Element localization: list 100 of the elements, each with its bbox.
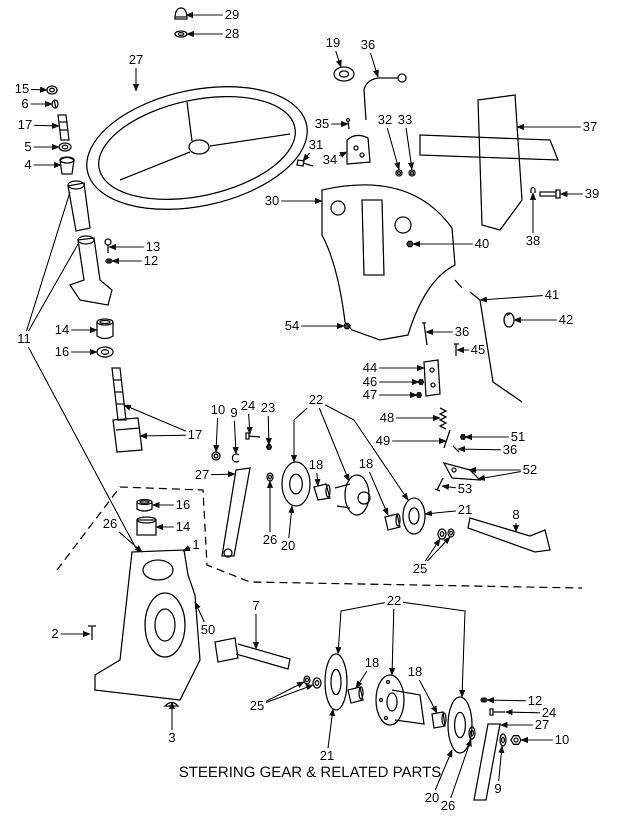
plate bbox=[346, 134, 371, 165]
leader-line bbox=[302, 152, 310, 162]
callout-number: 7 bbox=[252, 599, 260, 613]
leader-line bbox=[457, 446, 501, 452]
steering-wheel bbox=[86, 86, 308, 210]
leader-line bbox=[512, 523, 520, 533]
leader-line bbox=[356, 670, 368, 689]
leader-line bbox=[477, 471, 521, 481]
callout-number: 4 bbox=[24, 158, 32, 172]
leader-line bbox=[301, 322, 345, 330]
leader-line bbox=[464, 434, 509, 440]
pin bbox=[452, 446, 460, 452]
leader-line bbox=[232, 420, 239, 455]
callout-number: 13 bbox=[146, 240, 160, 254]
leader-line bbox=[31, 86, 48, 93]
leader-line bbox=[34, 162, 62, 168]
leader-line bbox=[246, 414, 253, 435]
callout-number: 9 bbox=[230, 406, 238, 420]
leader-line bbox=[427, 536, 451, 562]
leader-line bbox=[456, 346, 469, 354]
callout-number: 14 bbox=[176, 520, 190, 534]
caption: STEERING GEAR & RELATED PARTS bbox=[178, 764, 442, 781]
callout-number: 5 bbox=[24, 140, 32, 154]
callout-number: 37 bbox=[582, 120, 598, 134]
bushing bbox=[96, 318, 114, 340]
callout-number: 35 bbox=[314, 117, 330, 131]
leader-line bbox=[504, 709, 540, 716]
washer bbox=[105, 258, 113, 264]
shaft bbox=[214, 637, 291, 670]
bushing bbox=[58, 142, 72, 152]
leader-line bbox=[379, 378, 420, 386]
disc bbox=[447, 696, 473, 754]
callout-number: 50 bbox=[200, 623, 216, 637]
leader-line bbox=[324, 404, 408, 501]
callout-number: 48 bbox=[380, 411, 394, 425]
leader-line bbox=[392, 438, 447, 444]
callout-number: 21 bbox=[458, 503, 472, 517]
thrust-washer bbox=[281, 461, 311, 507]
leader-line bbox=[108, 244, 144, 250]
nut bbox=[343, 322, 351, 330]
bolt bbox=[245, 432, 261, 440]
leader-line bbox=[71, 348, 98, 356]
bushing bbox=[136, 498, 153, 512]
pin bbox=[421, 322, 428, 346]
leader-line bbox=[123, 404, 186, 432]
callout-number: 28 bbox=[224, 27, 240, 41]
washer bbox=[499, 733, 507, 747]
leader-line bbox=[389, 608, 396, 676]
callout-number: 17 bbox=[188, 428, 202, 442]
snap-ring bbox=[51, 99, 59, 109]
callout-number: 53 bbox=[458, 482, 472, 496]
leader-line bbox=[450, 738, 472, 798]
gasket bbox=[324, 653, 348, 711]
bolt bbox=[434, 477, 444, 492]
callout-number: 36 bbox=[454, 325, 470, 339]
sleeve bbox=[347, 686, 364, 704]
leader-line bbox=[530, 192, 536, 233]
leader-line bbox=[425, 328, 453, 336]
callout-number: 45 bbox=[470, 343, 486, 357]
callout-number: 38 bbox=[526, 234, 540, 248]
callout-number: 36 bbox=[360, 38, 376, 52]
nut bbox=[266, 444, 272, 450]
leader-line bbox=[424, 538, 440, 562]
leader-line bbox=[327, 708, 336, 748]
leader-line bbox=[28, 244, 78, 332]
leader-line bbox=[168, 701, 176, 730]
tube bbox=[67, 180, 91, 232]
leader-line bbox=[479, 295, 543, 303]
callout-number: 18 bbox=[308, 458, 324, 472]
callout-number: 26 bbox=[262, 533, 278, 547]
seal bbox=[266, 472, 274, 482]
washer bbox=[174, 30, 188, 38]
callout-number: 24 bbox=[542, 706, 556, 720]
callout-number: 27 bbox=[534, 718, 550, 732]
callout-number: 47 bbox=[362, 388, 378, 402]
gear-housing bbox=[94, 549, 201, 701]
washer bbox=[46, 85, 58, 95]
leader-line bbox=[379, 392, 418, 398]
leader-line bbox=[500, 722, 533, 728]
leader-line bbox=[379, 364, 425, 372]
callout-number: 54 bbox=[284, 319, 300, 333]
leader-line bbox=[266, 416, 272, 446]
leader-line bbox=[560, 190, 583, 198]
seal-ring bbox=[333, 66, 355, 82]
leader-line bbox=[266, 684, 314, 704]
callout-number: 33 bbox=[398, 113, 412, 127]
callout-number: 26 bbox=[440, 799, 456, 813]
callout-number: 22 bbox=[386, 594, 402, 608]
leader-line bbox=[314, 472, 320, 487]
callout-number: 34 bbox=[322, 153, 338, 167]
leader-line bbox=[513, 316, 557, 324]
spring bbox=[438, 407, 448, 430]
callout-number: 18 bbox=[358, 457, 374, 471]
callout-number: 16 bbox=[176, 498, 190, 512]
leader-line bbox=[266, 480, 274, 532]
callout-number: 23 bbox=[260, 401, 276, 415]
callout-number: 42 bbox=[558, 313, 574, 327]
leader-line bbox=[406, 128, 414, 170]
arm bbox=[221, 467, 251, 558]
worm-gear-box bbox=[112, 417, 143, 453]
